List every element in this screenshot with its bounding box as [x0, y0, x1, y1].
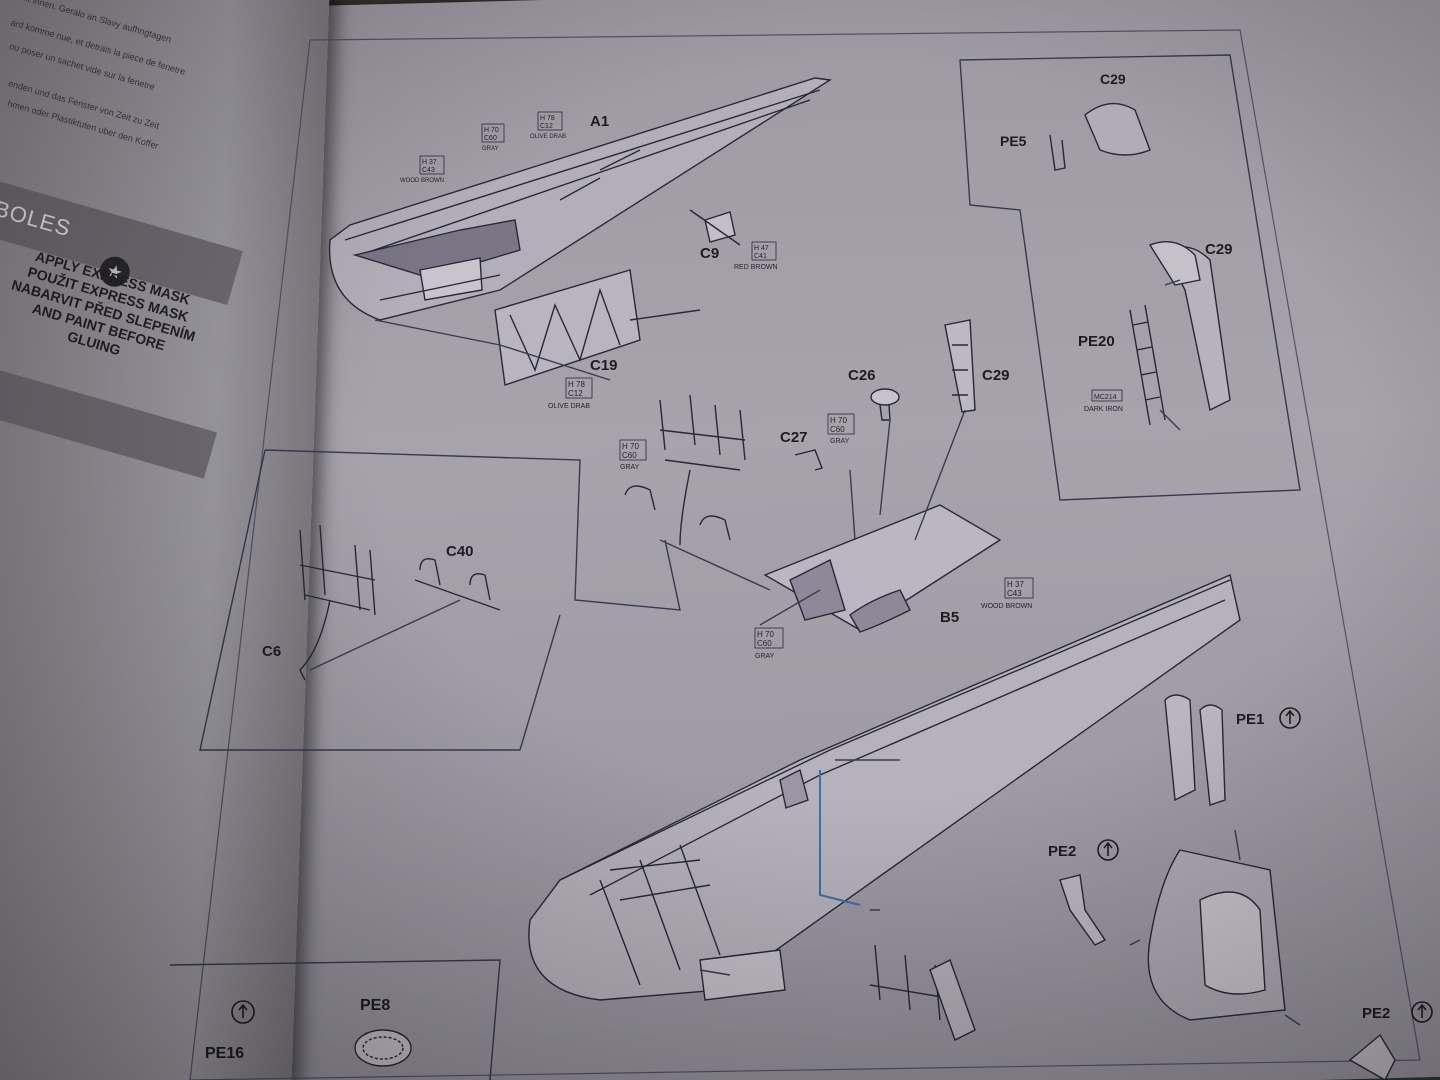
svg-text:C60: C60: [622, 451, 637, 460]
label-C29-right: C29: [1205, 241, 1233, 258]
svg-text:C60: C60: [757, 639, 772, 648]
pe-inset-box: [169, 959, 501, 1080]
svg-text:C60: C60: [830, 425, 845, 434]
svg-text:C43: C43: [1007, 589, 1022, 598]
svg-text:H 78: H 78: [540, 115, 555, 122]
label-PE1: PE1: [1236, 711, 1264, 728]
label-B5: B5: [940, 609, 959, 626]
svg-text:H 47: H 47: [754, 245, 769, 252]
arrow-lines: [699, 279, 1301, 1026]
svg-text:H 70: H 70: [622, 442, 639, 451]
fuselage-lower: [528, 574, 1241, 1001]
part-C29-top: [1049, 102, 1151, 171]
paint-callout-c19: H 78 C12 OLIVE DRAB: [548, 377, 593, 410]
label-A1: A1: [590, 113, 609, 130]
part-seat-post-lower: [869, 944, 976, 1041]
svg-text:C12: C12: [568, 389, 583, 398]
svg-text:RED BROWN: RED BROWN: [734, 264, 778, 271]
label-C27: C27: [780, 429, 808, 446]
label-C9: C9: [700, 245, 719, 262]
part-C27: [794, 449, 823, 471]
part-PE2-right: [1348, 1033, 1396, 1080]
part-seat-frame: [624, 394, 746, 546]
svg-text:OLIVE DRAB: OLIVE DRAB: [548, 403, 590, 410]
svg-text:GRAY: GRAY: [620, 464, 640, 471]
svg-text:OLIVE DRAB: OLIVE DRAB: [530, 134, 566, 140]
svg-text:H 70: H 70: [757, 630, 774, 639]
svg-text:C60: C60: [484, 135, 497, 142]
svg-text:H 78: H 78: [568, 380, 585, 389]
part-PE1: [1164, 694, 1226, 806]
paint-callout-a1-olive: H 78 C12 OLIVE DRAB: [530, 111, 566, 140]
label-C26: C26: [848, 367, 876, 384]
paint-callout-b5-wood: H 37 C43 WOOD BROWN: [981, 577, 1034, 610]
svg-text:C43: C43: [422, 167, 435, 174]
part-PE2-left: [1059, 874, 1107, 946]
label-C19: C19: [590, 357, 618, 374]
bucket-seat: [1147, 849, 1286, 1021]
svg-text:H 70: H 70: [830, 416, 847, 425]
part-C6: [299, 524, 376, 681]
svg-text:C12: C12: [540, 123, 553, 130]
label-PE5: PE5: [1000, 133, 1027, 149]
svg-text:GRAY: GRAY: [755, 653, 775, 660]
part-C40: [414, 558, 501, 611]
label-PE8: PE8: [360, 997, 390, 1014]
label-PE2-b: PE2: [1362, 1005, 1390, 1022]
paint-callout-pe20: MC214 DARK IRON: [1084, 389, 1123, 413]
label-C29-mid: C29: [982, 367, 1010, 384]
paint-callout-a1-wood: H 37 C43 WOOD BROWN: [400, 155, 445, 184]
paint-callout-seat-gray: H 70 C60 GRAY: [619, 439, 647, 471]
svg-text:WOOD BROWN: WOOD BROWN: [981, 603, 1032, 610]
detail-inset-box: [959, 54, 1301, 501]
svg-text:GRAY: GRAY: [482, 146, 499, 152]
part-B5-floor: [763, 504, 1002, 633]
label-PE2-a: PE2: [1048, 843, 1076, 860]
paint-callout-c26: H 70 C60 GRAY: [827, 413, 855, 445]
svg-text:WOOD BROWN: WOOD BROWN: [400, 178, 444, 184]
highlight-line: [819, 770, 861, 906]
leader-lines: [309, 319, 966, 671]
svg-text:GRAY: GRAY: [830, 438, 850, 445]
part-C19-frame: [494, 269, 701, 386]
part-PE8: [354, 1029, 412, 1067]
part-PE20: [1129, 304, 1166, 426]
part-C29-right: [1148, 241, 1231, 412]
rotate-arrow-icon: [231, 707, 1433, 1024]
svg-text:H 37: H 37: [1007, 580, 1024, 589]
part-C9: [704, 211, 736, 243]
fuselage-upper: [328, 77, 832, 321]
leader-line: [689, 209, 741, 246]
svg-text:H 70: H 70: [484, 127, 499, 134]
paint-callout-b5-gray: H 70 C60 GRAY: [754, 627, 784, 660]
part-C26: [870, 388, 900, 421]
svg-text:DARK IRON: DARK IRON: [1084, 406, 1123, 413]
label-C40: C40: [446, 543, 474, 560]
seat-inset-box: [199, 449, 681, 751]
svg-text:MC214: MC214: [1094, 394, 1117, 401]
part-C29-mid: [944, 319, 976, 413]
svg-text:C41: C41: [754, 253, 767, 260]
label-C6: C6: [262, 643, 281, 660]
page-frame: [189, 29, 1421, 1080]
label-PE16: PE16: [205, 1045, 244, 1062]
label-C29-top: C29: [1100, 71, 1126, 87]
label-PE20: PE20: [1078, 333, 1115, 350]
svg-text:H 37: H 37: [422, 159, 437, 166]
paint-callout-a1-gray: H 70 C60 GRAY: [481, 123, 505, 152]
paint-callout-c9: H 47 C41 RED BROWN: [734, 241, 778, 271]
